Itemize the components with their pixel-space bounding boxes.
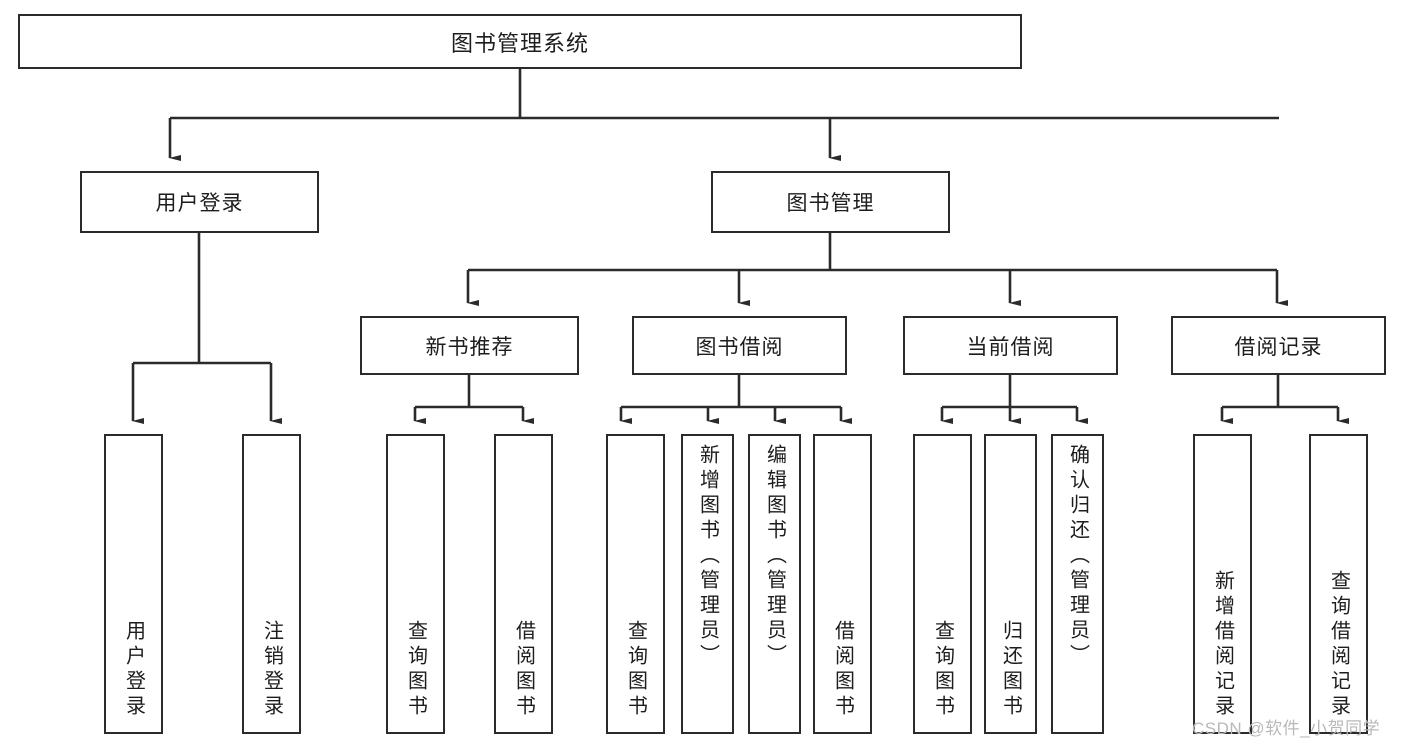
node-label: 编辑图书（管理员） xyxy=(763,444,786,669)
node-label: 注销登录 xyxy=(260,620,283,720)
node-label: 归还图书 xyxy=(999,620,1022,720)
node-label: 新增借阅记录 xyxy=(1211,570,1234,720)
node-label: 图书管理 xyxy=(786,192,875,215)
leaf-return-books[interactable]: 归还图书 xyxy=(984,434,1037,734)
node-label: 借阅图书 xyxy=(512,620,535,720)
node-label: 新书推荐 xyxy=(425,335,514,359)
leaf-user-login[interactable]: 用户登录 xyxy=(104,434,163,734)
node-label: 查询图书 xyxy=(624,620,647,720)
leaf-query-borrow-record[interactable]: 查询借阅记录 xyxy=(1309,434,1368,734)
node-label: 新增图书（管理员） xyxy=(696,444,719,669)
node-book-management[interactable]: 图书管理 xyxy=(711,171,950,233)
leaf-query-books-current[interactable]: 查询图书 xyxy=(913,434,972,734)
node-label: 图书借阅 xyxy=(695,335,784,359)
node-label: 查询图书 xyxy=(931,620,954,720)
node-label: 确认归还（管理员） xyxy=(1066,444,1089,669)
node-label: 查询图书 xyxy=(404,620,427,720)
leaf-confirm-return-admin[interactable]: 确认归还（管理员） xyxy=(1051,434,1104,734)
leaf-logout[interactable]: 注销登录 xyxy=(242,434,301,734)
csdn-watermark: CSDN @软件_小贺同学 xyxy=(1192,719,1381,738)
leaf-borrow-books-new[interactable]: 借阅图书 xyxy=(494,434,553,734)
node-current-borrowing[interactable]: 当前借阅 xyxy=(903,316,1118,375)
leaf-query-books-new[interactable]: 查询图书 xyxy=(386,434,445,734)
leaf-edit-book-admin[interactable]: 编辑图书（管理员） xyxy=(748,434,801,734)
node-user-login[interactable]: 用户登录 xyxy=(80,171,319,233)
node-label: 当前借阅 xyxy=(966,335,1055,359)
node-root-book-management-system[interactable]: 图书管理系统 xyxy=(18,14,1022,69)
node-new-book-recommendation[interactable]: 新书推荐 xyxy=(360,316,579,375)
node-label: 借阅记录 xyxy=(1234,335,1323,359)
node-book-borrowing[interactable]: 图书借阅 xyxy=(632,316,847,375)
leaf-query-books-borrow[interactable]: 查询图书 xyxy=(606,434,665,734)
leaf-borrow-books[interactable]: 借阅图书 xyxy=(813,434,872,734)
node-label: 用户登录 xyxy=(155,192,244,215)
node-label: 用户登录 xyxy=(122,620,145,720)
node-label: 查询借阅记录 xyxy=(1327,570,1350,720)
node-label: 借阅图书 xyxy=(831,620,854,720)
leaf-add-borrow-record[interactable]: 新增借阅记录 xyxy=(1193,434,1252,734)
node-borrowing-records[interactable]: 借阅记录 xyxy=(1171,316,1386,375)
node-label: 图书管理系统 xyxy=(450,30,589,56)
leaf-add-book-admin[interactable]: 新增图书（管理员） xyxy=(681,434,734,734)
